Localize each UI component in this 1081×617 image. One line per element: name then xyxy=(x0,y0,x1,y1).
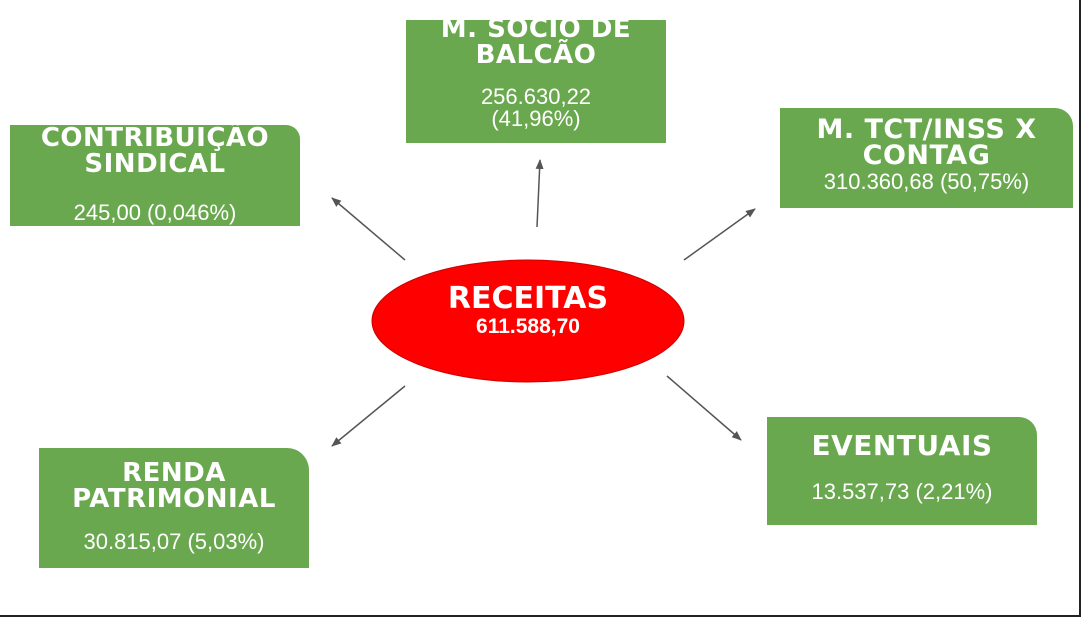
box-contribuicao-title: CONTRIBUIÇÃO SINDICAL xyxy=(40,125,270,179)
arrow-to-renda xyxy=(331,385,406,447)
receitas-total: 611.588,70 xyxy=(476,315,580,338)
arrow-to-balcao xyxy=(535,159,544,228)
box-eventuais-title: EVENTUAIS xyxy=(811,429,993,462)
box-renda-title: RENDA PATRIMONIAL xyxy=(72,458,276,514)
box-eventuais-value: 13.537,73 (2,21%) xyxy=(811,479,993,504)
box-contribuicao: CONTRIBUIÇÃO SINDICAL 245,00 (0,046%) xyxy=(10,125,300,226)
arrow-to-eventuais xyxy=(666,375,742,441)
box-renda: RENDA PATRIMONIAL 30.815,07 (5,03%) xyxy=(39,448,309,568)
box-balcao-value: 256.630,22 (41,96%) xyxy=(480,84,592,131)
arrow-to-contribuicao xyxy=(331,197,406,261)
box-eventuais: EVENTUAIS 13.537,73 (2,21%) xyxy=(767,417,1037,525)
box-balcao: M. SÓCIO DE BALCÃO 256.630,22 (41,96%) xyxy=(406,20,666,143)
box-contag: M. TCT/INSS X CONTAG 310.360,68 (50,75%) xyxy=(780,108,1073,208)
box-contribuicao-value: 245,00 (0,046%) xyxy=(73,200,237,225)
box-balcao-title: M. SÓCIO DE BALCÃO xyxy=(440,20,632,70)
box-contag-title: M. TCT/INSS X CONTAG xyxy=(816,114,1037,171)
receitas-ellipse xyxy=(371,259,685,383)
receitas-title: RECEITAS xyxy=(447,281,609,316)
arrow-to-contag xyxy=(683,208,756,261)
box-renda-value: 30.815,07 (5,03%) xyxy=(83,529,265,554)
receitas-label: RECEITAS 611.588,70 xyxy=(372,283,684,339)
box-contag-value: 310.360,68 (50,75%) xyxy=(823,169,1030,194)
